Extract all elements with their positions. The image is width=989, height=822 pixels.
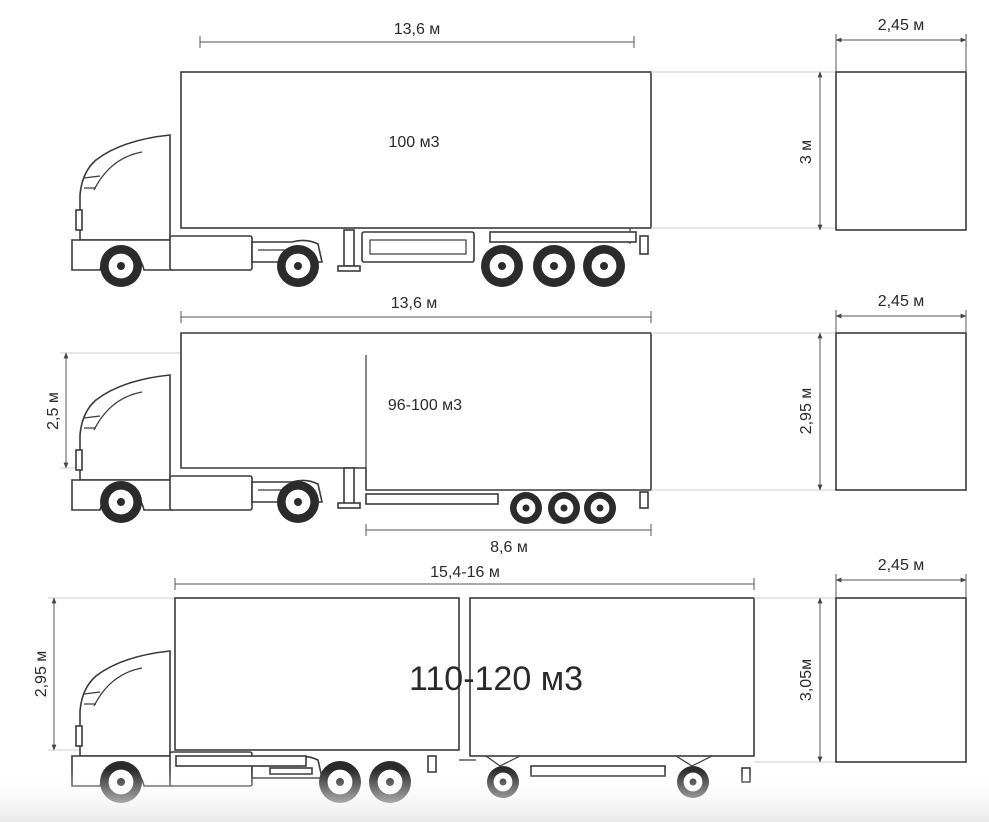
trailer-wheel [547, 491, 581, 525]
side-skirt [365, 493, 499, 505]
trailer-wheel [480, 244, 524, 288]
drive-wheel [276, 480, 320, 524]
trailer-body [180, 71, 652, 229]
length-label: 13,6 м [394, 21, 441, 38]
front-wheel [99, 244, 143, 288]
bottom-fade [0, 770, 989, 822]
cross-section [835, 332, 967, 491]
section-height-label: 3 м [798, 140, 815, 164]
trailer-wheel [509, 491, 543, 525]
truck-row-1: 13,6 м 100 м3 2,45 м 3 м [71, 17, 967, 288]
rear-light [639, 491, 649, 509]
truck-body [174, 597, 460, 751]
section-width-label: 2,45 м [878, 17, 925, 34]
rear-light [639, 235, 649, 255]
section-height-label: 3,05м [798, 659, 815, 701]
truck-row-3: 15,4-16 м 2,95 м 110-120 м3 2, [33, 557, 967, 804]
deck-height-label: 2,5 м [45, 392, 62, 430]
volume-label: 100 м3 [388, 134, 439, 151]
section-width-label: 2,45 м [878, 293, 925, 310]
rear-light [427, 755, 437, 773]
body-height-label: 2,95 м [33, 651, 50, 698]
front-wheel [99, 480, 143, 524]
drawbar-trailer-body [469, 597, 755, 757]
cross-section [835, 71, 967, 231]
truck-row-2: 13,6 м 2,5 м 96-100 м3 8,6 м 2 [45, 293, 967, 556]
length-label: 13,6 м [391, 295, 438, 312]
trailer-wheel [583, 491, 617, 525]
side-skirt [175, 755, 307, 767]
cross-section [835, 597, 967, 763]
landing-gear [343, 229, 355, 267]
volume-label: 110-120 м3 [409, 660, 583, 698]
section-width-label: 2,45 м [878, 557, 925, 574]
lower-deck-length-label: 8,6 м [490, 539, 528, 556]
side-skirt [361, 231, 475, 263]
trailer-wheel [582, 244, 626, 288]
section-height-label: 2,95 м [798, 388, 815, 435]
drive-wheel [276, 244, 320, 288]
length-label: 15,4-16 м [430, 564, 500, 581]
volume-label: 96-100 м3 [388, 397, 462, 414]
trailer-wheel [532, 244, 576, 288]
